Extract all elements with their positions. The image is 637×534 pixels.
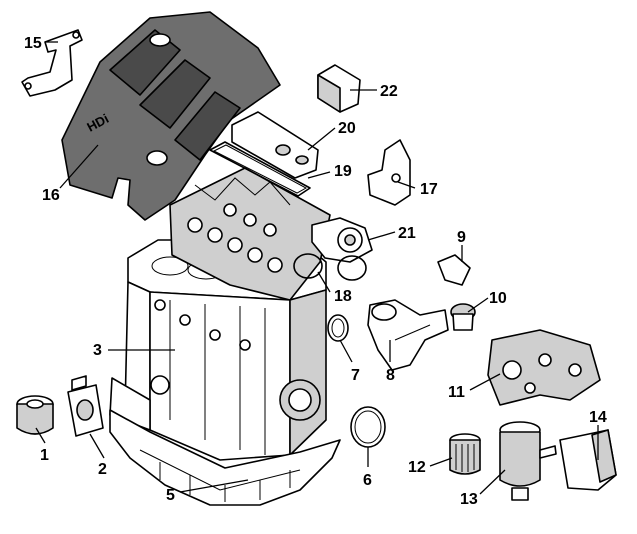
seal-ring-small (327, 314, 349, 342)
callout-7: 7 (351, 367, 360, 384)
rocker-gasket (209, 141, 311, 197)
callout-1: 1 (40, 447, 49, 464)
heat-shield (559, 429, 617, 491)
callout-22: 22 (380, 83, 398, 100)
callout-16: 16 (42, 187, 60, 204)
leader-lines (35, 41, 599, 495)
oil-sump (109, 409, 341, 506)
water-pump-housing (487, 329, 601, 406)
cylinder-head (169, 167, 331, 301)
callout-2: 2 (98, 461, 107, 478)
bracket (21, 29, 83, 97)
callout-6: 6 (363, 472, 372, 489)
callout-21: 21 (398, 225, 416, 242)
callout-18: 18 (334, 288, 352, 305)
callout-15: 15 (24, 35, 42, 52)
callout-12: 12 (408, 459, 426, 476)
o-ring-set (293, 253, 367, 281)
oil-filter (16, 395, 54, 435)
callout-10: 10 (489, 290, 507, 307)
fuel-filter (499, 421, 557, 501)
callout-13: 13 (460, 491, 478, 508)
filter-cartridge (449, 433, 481, 475)
pulley-housing (311, 217, 373, 263)
thermostat (450, 303, 476, 331)
relay-box (317, 64, 361, 113)
engine-block (109, 239, 327, 461)
oil-cooler (67, 375, 104, 437)
engine-cover: HDi (61, 11, 281, 221)
mount-bracket (367, 139, 411, 206)
callout-17: 17 (420, 181, 438, 198)
callout-8: 8 (386, 367, 395, 384)
callout-14: 14 (589, 409, 607, 426)
callout-11: 11 (448, 384, 465, 401)
callout-labels: 1 2 3 5 6 7 8 9 10 11 12 13 14 15 16 17 … (24, 35, 607, 508)
temperature-sender (437, 254, 471, 286)
callout-9: 9 (457, 229, 466, 246)
callout-3: 3 (93, 342, 102, 359)
rocker-cover (231, 111, 319, 179)
callout-20: 20 (338, 120, 356, 137)
water-outlet (367, 299, 449, 371)
callout-5: 5 (166, 487, 175, 504)
callout-19: 19 (334, 163, 352, 180)
seal-ring-large (350, 406, 386, 448)
